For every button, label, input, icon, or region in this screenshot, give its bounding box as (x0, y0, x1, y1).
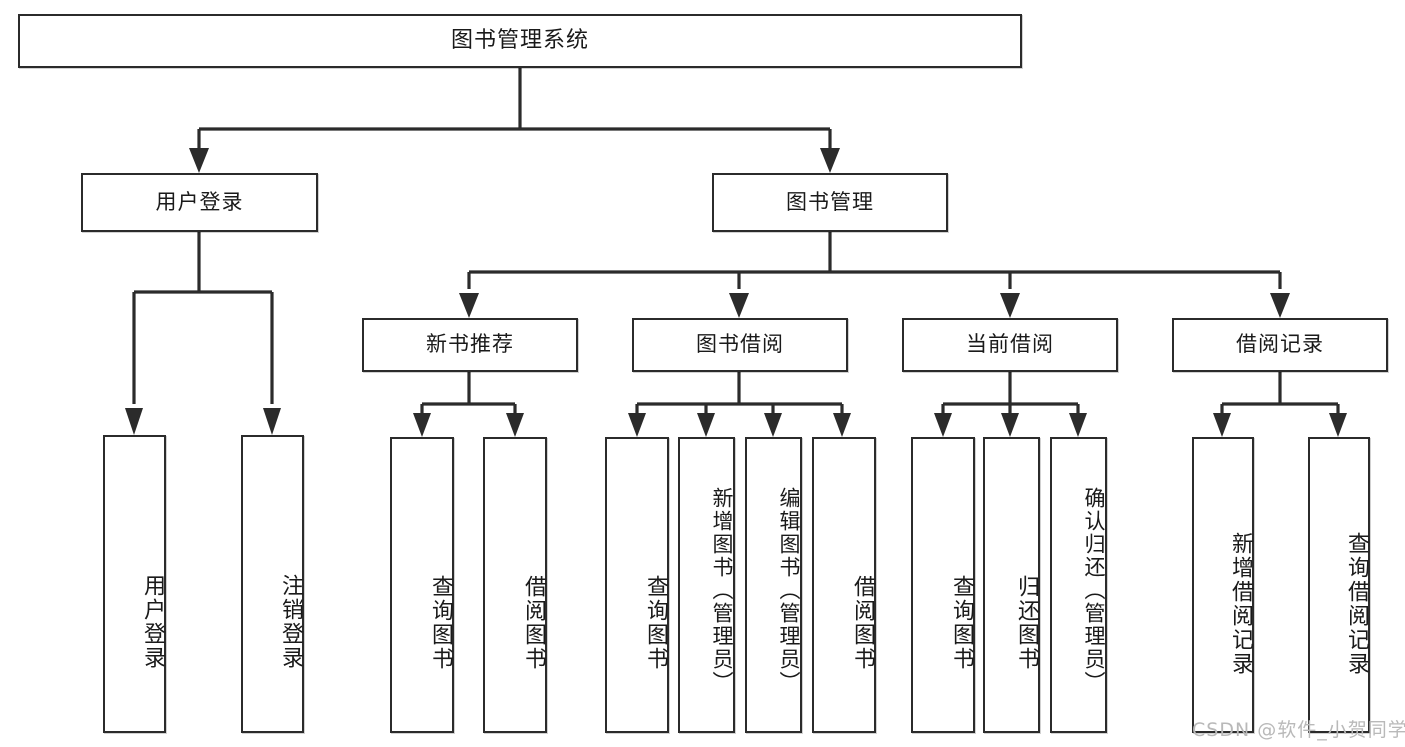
node-label: 编辑图书（管理员） (777, 486, 801, 694)
node-label: 新增借阅记录 (1228, 532, 1253, 676)
leaf-book-borrow-edit-book-admin[interactable]: 编辑图书（管理员） (745, 437, 802, 733)
leaf-user-login-login[interactable]: 用户登录 (103, 435, 166, 733)
node-label: 用户登录 (140, 573, 165, 670)
node-label: 图书借阅 (696, 332, 784, 357)
leaf-borrow-record-query-record[interactable]: 查询借阅记录 (1308, 437, 1370, 733)
node-label: 查询借阅记录 (1344, 532, 1369, 676)
watermark-text: CSDN @软件_小贺同学 (1192, 719, 1405, 741)
node-label: 图书管理系统 (450, 27, 589, 53)
node-book-borrow[interactable]: 图书借阅 (632, 318, 848, 372)
node-label: 借阅图书 (850, 574, 875, 671)
node-current-borrow[interactable]: 当前借阅 (902, 318, 1118, 372)
node-label: 注销登录 (278, 573, 303, 670)
node-label: 新书推荐 (426, 332, 514, 357)
node-label: 借阅记录 (1236, 332, 1324, 357)
leaf-new-book-borrow-book[interactable]: 借阅图书 (483, 437, 547, 733)
node-root-system[interactable]: 图书管理系统 (18, 14, 1022, 68)
node-label: 查询图书 (643, 574, 668, 671)
node-label: 归还图书 (1014, 574, 1039, 671)
leaf-book-borrow-query-book[interactable]: 查询图书 (605, 437, 669, 733)
leaf-book-borrow-add-book-admin[interactable]: 新增图书（管理员） (678, 437, 735, 733)
node-label: 查询图书 (428, 574, 453, 671)
node-new-book-recommend[interactable]: 新书推荐 (362, 318, 578, 372)
node-label: 借阅图书 (521, 574, 546, 671)
leaf-borrow-record-add-record[interactable]: 新增借阅记录 (1192, 437, 1254, 733)
leaf-current-borrow-confirm-return-admin[interactable]: 确认归还（管理员） (1050, 437, 1107, 733)
node-label: 图书管理 (786, 189, 874, 214)
node-book-management[interactable]: 图书管理 (712, 173, 948, 232)
node-label: 用户登录 (155, 189, 244, 214)
node-label: 新增图书（管理员） (710, 486, 734, 694)
node-label: 当前借阅 (966, 332, 1054, 357)
node-user-login[interactable]: 用户登录 (81, 173, 318, 232)
leaf-user-login-logout[interactable]: 注销登录 (241, 435, 304, 733)
node-label: 确认归还（管理员） (1082, 486, 1106, 694)
leaf-current-borrow-query-book[interactable]: 查询图书 (911, 437, 975, 733)
leaf-current-borrow-return-book[interactable]: 归还图书 (983, 437, 1040, 733)
node-borrow-record[interactable]: 借阅记录 (1172, 318, 1388, 372)
node-label: 查询图书 (949, 574, 974, 671)
leaf-book-borrow-borrow-book[interactable]: 借阅图书 (812, 437, 876, 733)
leaf-new-book-query-book[interactable]: 查询图书 (390, 437, 454, 733)
